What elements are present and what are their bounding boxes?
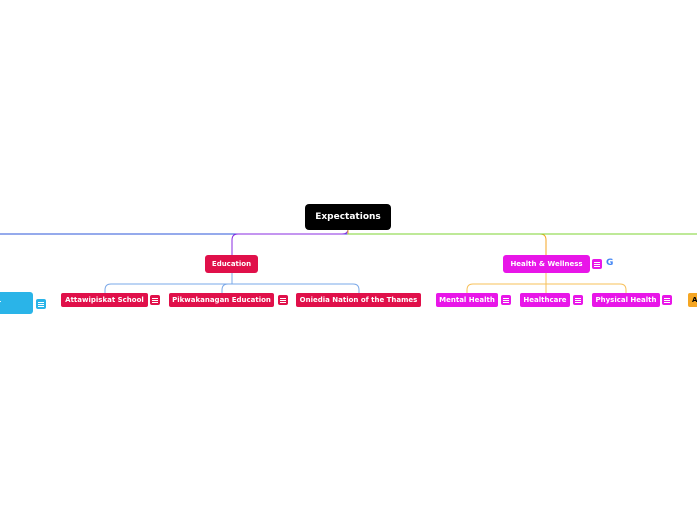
topic-health-wellness[interactable]: Health & Wellness xyxy=(503,255,590,273)
topic-left-label: r xyxy=(0,299,1,307)
connector-left-branch xyxy=(0,229,349,235)
root-topic-label: Expectations xyxy=(315,212,381,222)
note-icon[interactable] xyxy=(150,295,160,305)
note-icon[interactable] xyxy=(278,295,288,305)
subtopic-pikwakanagan-education[interactable]: Pikwakanagan Education xyxy=(169,293,274,307)
connector-education-children xyxy=(104,273,360,294)
connector-education xyxy=(231,228,349,256)
subtopic-label: Attawipiskat School xyxy=(65,296,144,304)
subtopic-physical-health[interactable]: Physical Health xyxy=(592,293,660,307)
google-icon[interactable]: G xyxy=(606,258,614,268)
subtopic-oniedia-nation[interactable]: Oniedia Nation of the Thames xyxy=(296,293,421,307)
note-icon[interactable] xyxy=(36,299,46,309)
topic-health-label: Health & Wellness xyxy=(510,260,583,268)
topic-left-cutoff[interactable]: r xyxy=(0,292,33,314)
subtopic-label: Oniedia Nation of the Thames xyxy=(299,296,418,304)
subtopic-label: Physical Health xyxy=(595,296,657,304)
note-icon[interactable] xyxy=(662,295,672,305)
topic-right-cutoff[interactable]: A xyxy=(688,293,697,307)
subtopic-label: Healthcare xyxy=(523,296,567,304)
topic-education[interactable]: Education xyxy=(205,255,258,273)
topic-right-label: A xyxy=(692,296,697,304)
subtopic-label: Pikwakanagan Education xyxy=(172,296,271,304)
subtopic-attawipiskat-school[interactable]: Attawipiskat School xyxy=(61,293,148,307)
topic-education-label: Education xyxy=(211,260,252,268)
subtopic-mental-health[interactable]: Mental Health xyxy=(436,293,498,307)
subtopic-healthcare[interactable]: Healthcare xyxy=(520,293,570,307)
root-topic[interactable]: Expectations xyxy=(305,204,391,230)
subtopic-label: Mental Health xyxy=(439,296,495,304)
note-icon[interactable] xyxy=(501,295,511,305)
connector-health-children xyxy=(466,273,627,294)
note-icon[interactable] xyxy=(592,259,602,269)
note-icon[interactable] xyxy=(573,295,583,305)
connector-health xyxy=(347,229,547,256)
